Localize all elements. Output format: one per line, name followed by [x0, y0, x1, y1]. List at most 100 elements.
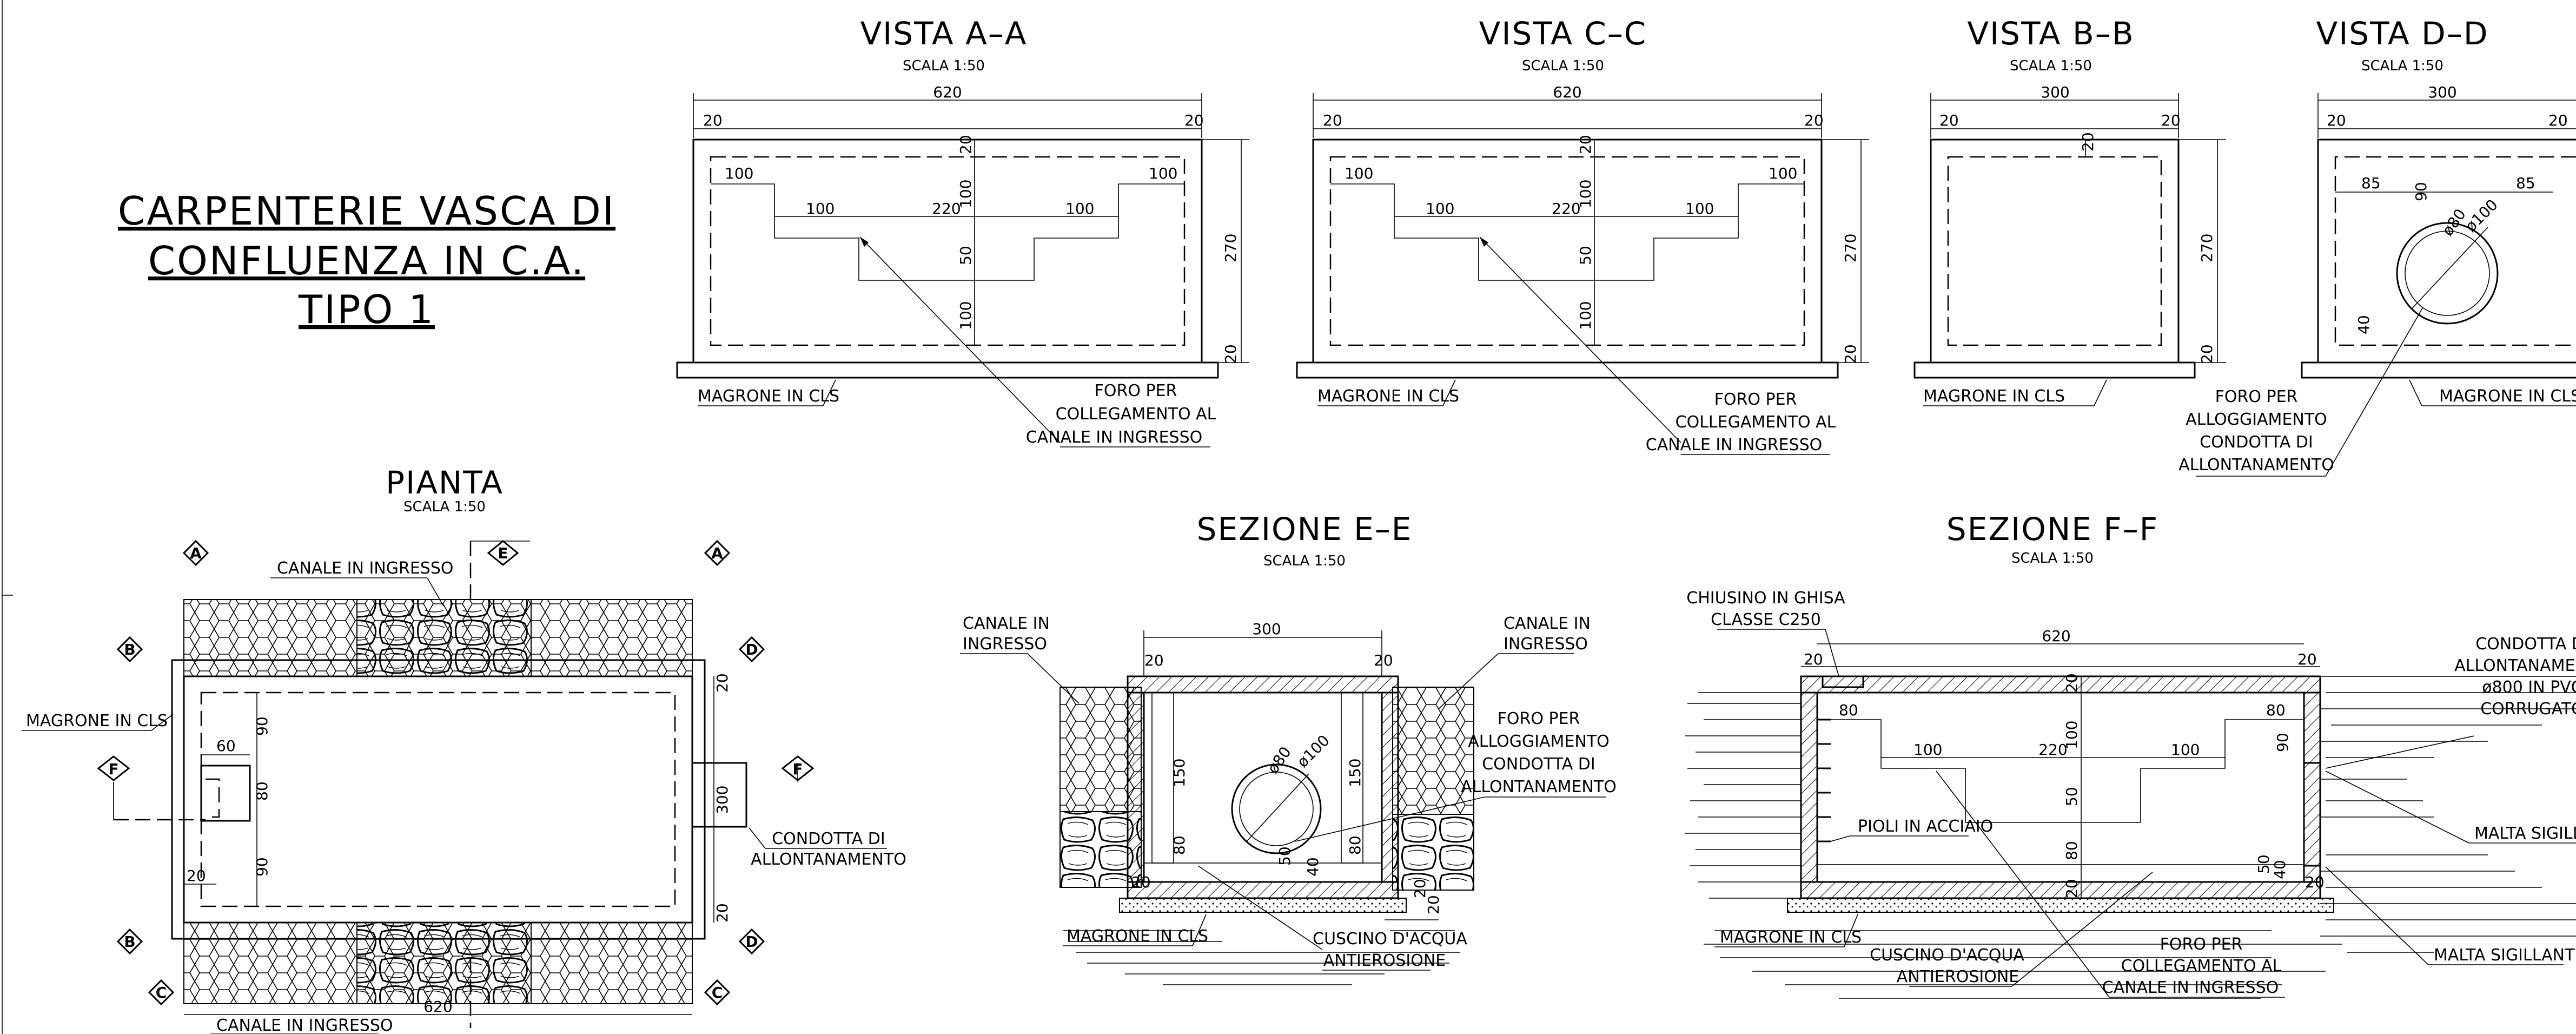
pipe-hole-outer: [2396, 222, 2499, 325]
magrone-base: [1296, 361, 1839, 379]
dim-v4: 100: [957, 301, 975, 330]
dim-v100: 100: [2063, 721, 2081, 749]
wall-right: [1381, 691, 1399, 883]
svg-text:A: A: [711, 544, 723, 562]
dim-150-right: 150: [1346, 759, 1364, 787]
dim-v1: 20: [1577, 135, 1594, 154]
section-marker-d-bottom: D: [738, 928, 765, 955]
note-foro-2: ALLOGGIAMENTO: [2186, 410, 2327, 429]
slab-bottom: [1127, 881, 1399, 899]
dim-20-r2: 20: [713, 903, 731, 923]
note-foro-1: FORO PER: [1095, 381, 1177, 400]
dim-step-right: 100: [1149, 164, 1177, 182]
wall-left: [1127, 691, 1145, 883]
note-magrone: MAGRONE IN CLS: [26, 712, 168, 730]
dim-90: 90: [2274, 733, 2292, 752]
tank-wall-inner: [200, 691, 676, 907]
tank-outline: [1930, 139, 2180, 364]
svg-text:C: C: [712, 984, 723, 1002]
svg-text:B: B: [124, 933, 135, 951]
dim-150-left: 150: [1170, 759, 1188, 787]
dim-t-right: 20: [2297, 650, 2317, 668]
dim-40: 40: [2355, 315, 2373, 334]
note-cuscino-1: CUSCINO D'ACQUA: [1313, 930, 1467, 949]
tank-inner-dashed: [1329, 156, 1805, 346]
gabion-right: [1392, 687, 1474, 815]
dim-mid: 220: [932, 200, 961, 218]
view-aa: VISTA A–A SCALA 1:50 620 20 20 100 100 1…: [676, 15, 1249, 447]
dim-step-right: 100: [1769, 164, 1797, 182]
dim-t-left: 20: [1804, 650, 1823, 668]
note-chiusino-2: CLASSE C250: [1711, 610, 1821, 629]
dim-v80: 80: [2063, 841, 2081, 860]
inlet-opening: [1817, 719, 2304, 823]
note-foro-4: ALLONTANAMENTO: [1461, 778, 1617, 796]
dim-base: 20: [2198, 344, 2216, 364]
dim-b20: 20: [1131, 873, 1151, 891]
dim-side-left: 20: [1939, 111, 1959, 129]
note-foro-3: CANALE IN INGRESSO: [2102, 978, 2279, 997]
dim-inner-right: 100: [1065, 200, 1094, 218]
dim-step-left: 100: [1345, 164, 1373, 182]
note-cuscino-2: ANTIEROSIONE: [1323, 951, 1446, 970]
note-magrone: MAGRONE IN CLS: [1720, 928, 1862, 947]
note-foro-2: COLLEGAMENTO AL: [1056, 405, 1216, 424]
note-magrone: MAGRONE IN CLS: [698, 387, 839, 406]
soil-lines-ff: [1685, 676, 2576, 999]
dim-85-right: 85: [2516, 174, 2535, 192]
dim-inner-left: 100: [806, 200, 835, 218]
note-foro-3: CANALE IN INGRESSO: [1646, 436, 1823, 455]
ladder: [1151, 692, 1174, 864]
svg-text:E: E: [498, 544, 508, 562]
note-foro-2: COLLEGAMENTO AL: [2121, 957, 2282, 976]
note-foro-1: FORO PER: [1498, 709, 1580, 728]
note-condotta-1: CONDOTTA DI: [772, 829, 885, 848]
dim-v3: 50: [957, 246, 975, 265]
dim-220: 220: [2038, 741, 2067, 759]
wall-right: [2303, 691, 2321, 883]
svg-text:D: D: [745, 933, 758, 951]
svg-text:C: C: [156, 984, 167, 1002]
note-canale-bottom: CANALE IN INGRESSO: [216, 1016, 393, 1034]
dim-width: 300: [2428, 83, 2456, 101]
view-title: VISTA D–D: [2316, 15, 2489, 52]
wall-left: [1800, 691, 1818, 883]
note-condotta-4: CORRUGATO: [2480, 700, 2576, 719]
dim-width: 620: [2042, 627, 2070, 645]
note-foro-3: CONDOTTA DI: [1482, 755, 1595, 774]
dim-80: 80: [253, 781, 271, 801]
view-scale: SCALA 1:50: [2361, 58, 2443, 74]
note-canale-left-1: CANALE IN: [963, 614, 1050, 633]
dim-base: 20: [1842, 344, 1859, 364]
section-marker-e: E: [487, 540, 519, 566]
dim-v50: 50: [2063, 787, 2081, 806]
note-canale-left-2: INGRESSO: [963, 635, 1047, 654]
view-scale: SCALA 1:50: [403, 499, 486, 515]
view-scale: SCALA 1:50: [2011, 550, 2094, 567]
view-scale: SCALA 1:50: [903, 58, 985, 74]
view-scale: SCALA 1:50: [1522, 58, 1604, 74]
tank-outline: [692, 139, 1203, 364]
dim-v1: 20: [957, 135, 975, 154]
dim-80-left: 80: [1839, 701, 1858, 719]
section-marker-b-top: B: [116, 636, 143, 663]
note-condotta-2: ALLONTANAMENTO: [2454, 656, 2576, 675]
water-cushion: [1143, 862, 1382, 882]
dim-width: 300: [1252, 620, 1281, 638]
section-marker-a-right: A: [704, 539, 731, 567]
dim-v4: 100: [1577, 301, 1594, 330]
dim-620: 620: [423, 998, 452, 1016]
drawing-title: CARPENTERIE VASCA DI CONFLUENZA IN C.A. …: [118, 188, 614, 332]
magrone-base: [1913, 361, 2196, 379]
phi-100: ø100: [1294, 732, 1333, 771]
title-line-3: TIPO 1: [298, 287, 435, 332]
view-title: SEZIONE E–E: [1197, 511, 1413, 548]
svg-text:D: D: [745, 641, 758, 658]
dim-b20-c: 20: [1425, 895, 1442, 914]
view-bb: VISTA B–B SCALA 1:50 300 20 20 20 270 20…: [1913, 15, 2226, 406]
section-marker-f-left: F: [97, 755, 130, 781]
note-canale-right-1: CANALE IN: [1504, 614, 1591, 633]
dim-20-left: 20: [187, 867, 206, 885]
outlet-pipe: [691, 762, 747, 828]
note-foro-1: FORO PER: [2215, 387, 2298, 406]
